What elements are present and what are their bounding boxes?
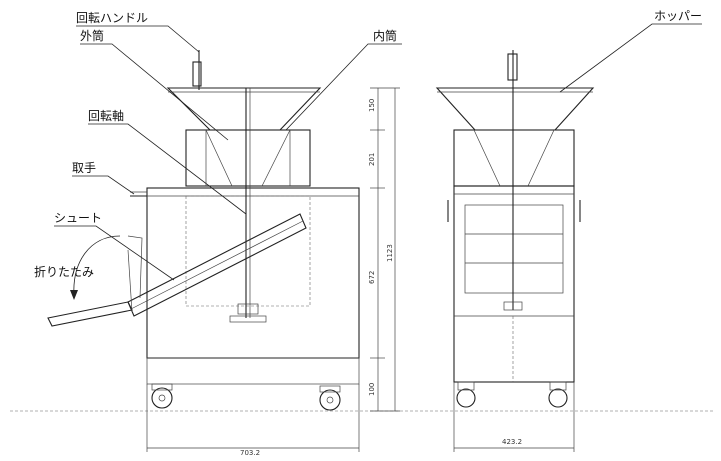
label-handle: 回転ハンドル <box>76 11 148 25</box>
handle-grip <box>192 61 202 87</box>
label-hopper: ホッパー <box>654 9 702 23</box>
front-window <box>464 204 564 294</box>
label-outer-cylinder: 外筒 <box>80 28 104 43</box>
label-chute: シュート <box>54 211 102 225</box>
front-handle-grip <box>507 53 518 81</box>
dim-body: 672 <box>368 271 376 284</box>
dim-side-width: 703.2 <box>240 449 260 457</box>
leader-outer-cylinder <box>80 43 229 141</box>
leader-inner-cylinder <box>285 43 402 131</box>
outer-cylinder <box>185 129 311 187</box>
front-caster-left <box>456 388 476 408</box>
dim-legs: 100 <box>368 383 376 396</box>
label-shaft: 回転軸 <box>88 109 124 123</box>
label-grip: 取手 <box>72 161 96 175</box>
front-caster-right <box>548 388 568 408</box>
caster-right <box>319 389 341 411</box>
side-body <box>146 187 360 359</box>
front-view <box>435 50 595 452</box>
leader-chute <box>54 225 175 281</box>
dim-hopper: 150 <box>368 99 376 112</box>
dim-front-width: 423.2 <box>502 438 522 446</box>
label-inner-cylinder: 内筒 <box>373 28 397 43</box>
front-cylinder <box>453 129 575 187</box>
fold-arrowhead <box>70 290 78 300</box>
leader-hopper <box>559 23 702 93</box>
dim-cylinder: 201 <box>368 153 376 166</box>
folding-flap <box>47 301 133 327</box>
leader-shaft <box>88 123 247 215</box>
side-base <box>146 357 360 385</box>
height-dimensions: 150 201 672 100 1123 <box>368 87 400 412</box>
front-hopper <box>435 87 595 131</box>
leader-handle <box>76 25 200 53</box>
dim-total: 1123 <box>386 244 394 262</box>
label-fold: 折りたたみ <box>34 264 94 279</box>
caster-left <box>151 387 173 409</box>
side-view <box>47 50 360 452</box>
leader-grip <box>72 175 135 195</box>
front-body <box>453 185 575 383</box>
leader-lines <box>54 23 702 281</box>
